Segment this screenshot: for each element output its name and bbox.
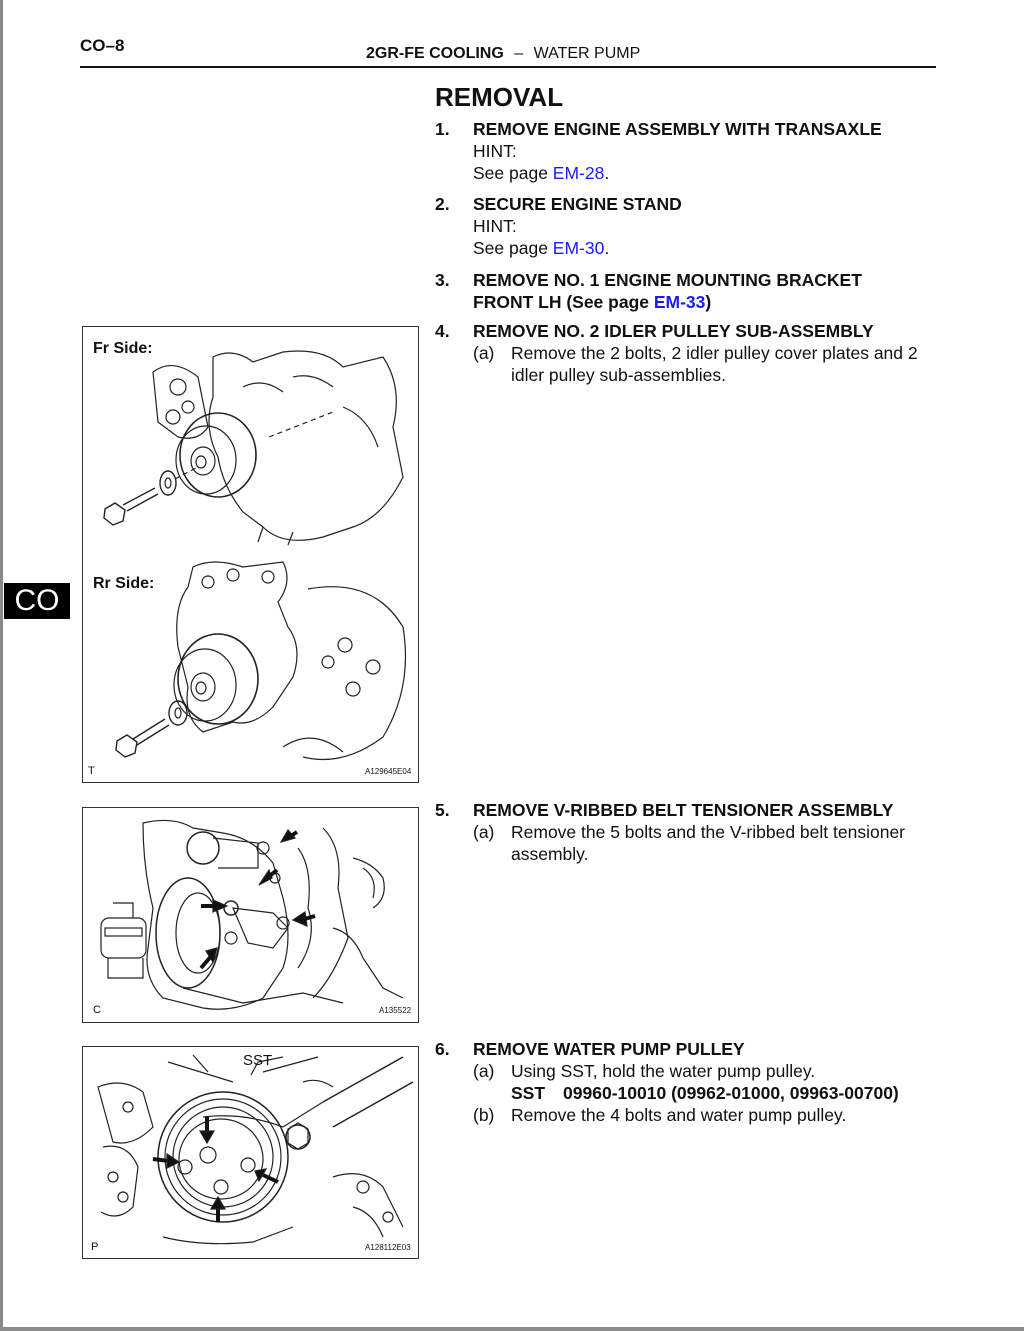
step-number: 3. <box>435 270 450 290</box>
figure-corner-mark: T <box>88 765 95 777</box>
figure-label-rear-side: Rr Side: <box>93 575 155 592</box>
see-page-line: See page EM-28. <box>473 163 610 183</box>
figure-code: A128112E03 <box>365 1243 411 1252</box>
figure-belt-tensioner: C A135522 <box>82 807 419 1023</box>
water-pump-pulley-illustration <box>97 1054 414 1245</box>
section-side-tab: CO <box>4 583 70 619</box>
sst-tool-label: SST <box>243 1052 273 1069</box>
figure-water-pump-pulley: SST P A128112E03 <box>82 1046 419 1259</box>
step-heading-line1: REMOVE NO. 1 ENGINE MOUNTING BRACKET <box>473 270 862 290</box>
tensioner-illustration <box>100 819 404 1010</box>
figure-corner-mark: P <box>91 1241 99 1253</box>
step-heading: REMOVE ENGINE ASSEMBLY WITH TRANSAXLE <box>473 119 882 139</box>
step-heading: SECURE ENGINE STAND <box>473 194 682 214</box>
figure-label-front-side: Fr Side: <box>93 340 153 357</box>
step-heading-line2: FRONT LH (See page EM-33) <box>473 292 712 312</box>
step-number: 4. <box>435 321 450 341</box>
page-bottom-edge <box>0 1327 1024 1331</box>
idler-pulley-illustration <box>103 350 407 760</box>
page-link[interactable]: EM-30 <box>552 238 605 258</box>
step-heading: REMOVE WATER PUMP PULLEY <box>473 1039 745 1059</box>
page-link[interactable]: EM-33 <box>653 292 706 312</box>
substep-a: (a)Remove the 5 bolts and the V-ribbed b… <box>473 822 905 864</box>
step-heading: REMOVE NO. 2 IDLER PULLEY SUB-ASSEMBLY <box>473 321 874 341</box>
step-number: 1. <box>435 119 450 139</box>
figure-code: A129645E04 <box>365 767 412 776</box>
header-separator: – <box>514 45 524 62</box>
see-page-line: See page EM-30. <box>473 238 610 258</box>
hint-label: HINT: <box>473 141 517 161</box>
figure-corner-mark: C <box>93 1004 101 1016</box>
step-number: 5. <box>435 800 450 820</box>
substep-b: (b)Remove the 4 bolts and water pump pul… <box>473 1105 847 1125</box>
figure-code: A135522 <box>379 1006 412 1015</box>
hint-label: HINT: <box>473 216 517 236</box>
figure-idler-pulleys: Fr Side: Rr Side: T A129645E04 <box>82 326 419 783</box>
step-heading: REMOVE V-RIBBED BELT TENSIONER ASSEMBLY <box>473 800 894 820</box>
substep-a: (a)Using SST, hold the water pump pulley… <box>473 1061 816 1081</box>
page-number: CO–8 <box>80 36 125 55</box>
header-rule <box>80 66 936 68</box>
header-section: 2GR-FE COOLING <box>366 45 504 62</box>
page-link[interactable]: EM-28 <box>552 163 605 183</box>
step-number: 2. <box>435 194 450 214</box>
step-number: 6. <box>435 1039 450 1059</box>
header-subsection: WATER PUMP <box>533 45 641 62</box>
section-title: REMOVAL <box>435 82 564 112</box>
header-title: 2GR-FE COOLING – WATER PUMP <box>366 45 640 63</box>
page-left-edge <box>0 0 3 1331</box>
substep-a: (a)Remove the 2 bolts, 2 idler pulley co… <box>473 343 918 385</box>
